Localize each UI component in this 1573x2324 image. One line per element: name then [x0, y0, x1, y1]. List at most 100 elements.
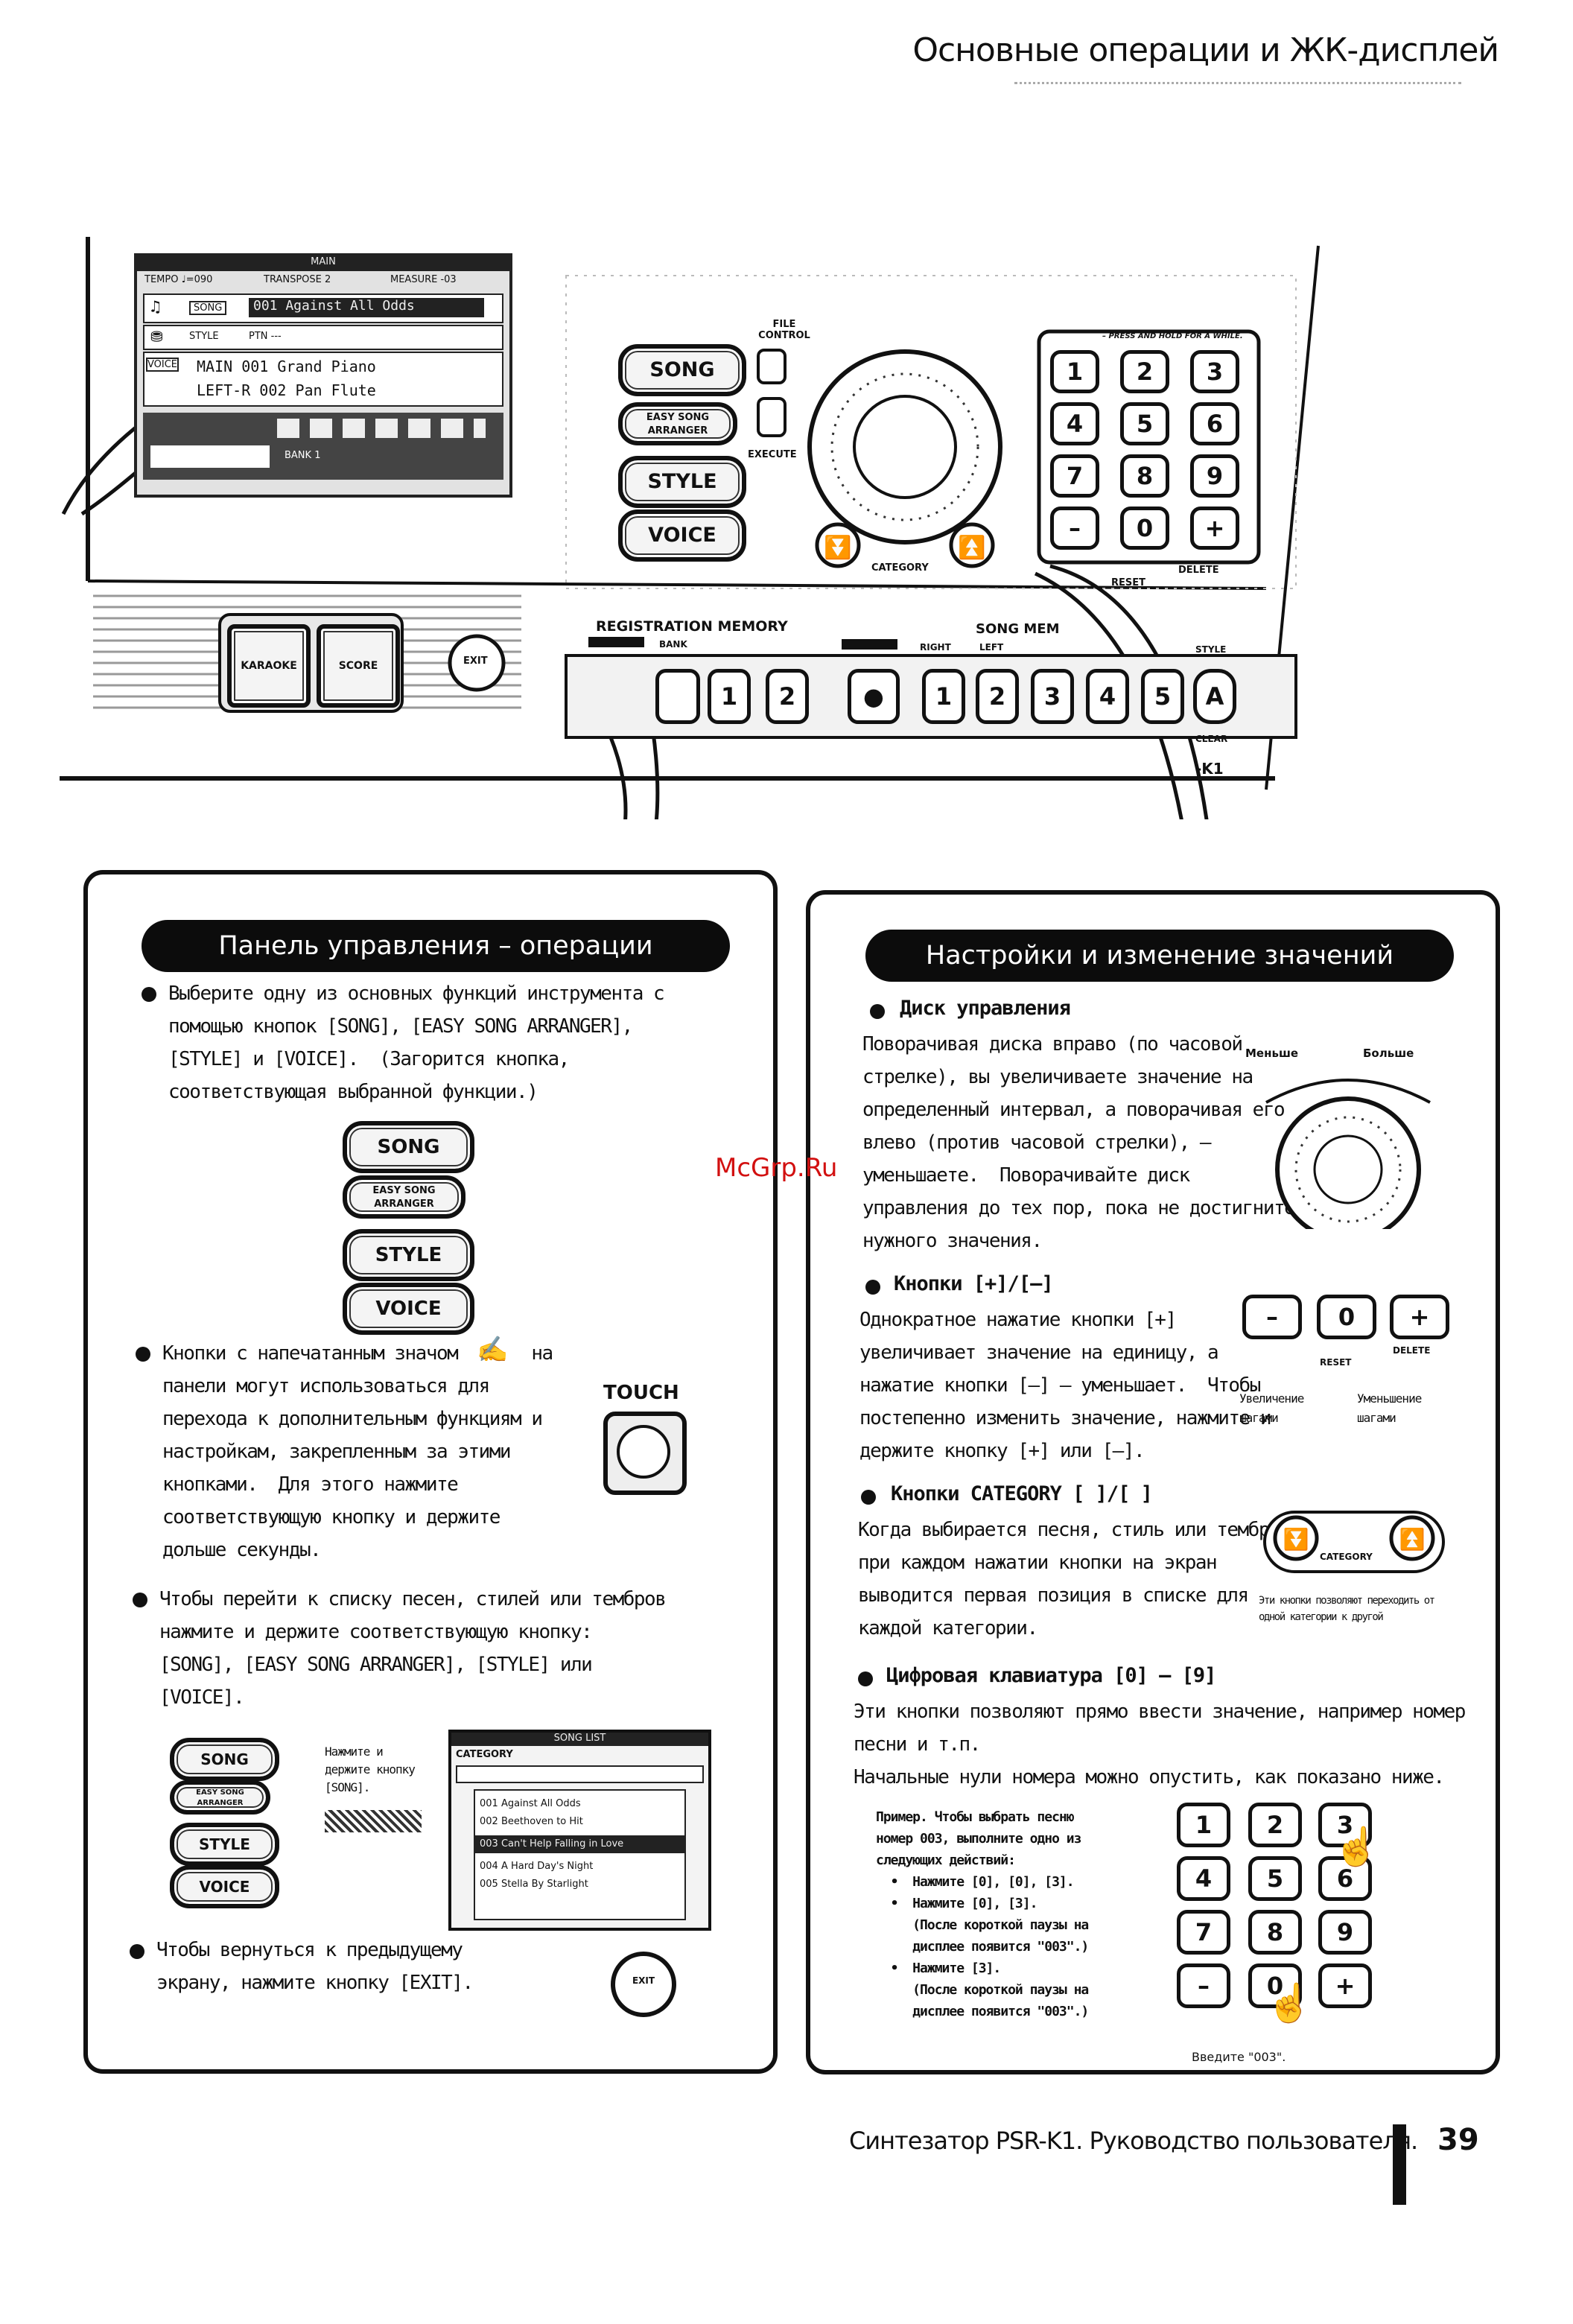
- key-minus[interactable]: –: [1050, 507, 1099, 550]
- key-2[interactable]: 2: [1120, 350, 1169, 393]
- bank-button[interactable]: [655, 669, 700, 724]
- header-dots: [1014, 82, 1461, 90]
- song-memory-3-button[interactable]: 3: [1031, 669, 1074, 724]
- svg-text:⏬: ⏬: [1283, 1527, 1309, 1552]
- bullet-4: [130, 1944, 144, 1959]
- zero-key-illustration: 0: [1317, 1295, 1376, 1339]
- registration-2-button[interactable]: 2: [766, 669, 809, 724]
- song-memory-4-button[interactable]: 4: [1086, 669, 1129, 724]
- registration-1-button[interactable]: 1: [708, 669, 751, 724]
- page-header: Основные операции и ЖК-дисплей: [912, 31, 1499, 69]
- key-plus[interactable]: +: [1190, 507, 1239, 550]
- left-para-2: Кнопки с напечатанным значом на панели м…: [162, 1342, 553, 1561]
- model-label: -K1: [1195, 760, 1224, 778]
- song-button[interactable]: SONG: [618, 344, 746, 396]
- lcd-style-value: PTN ---: [249, 331, 282, 342]
- bullet-numeric: [858, 1671, 873, 1686]
- execute-label: EXECUTE: [748, 449, 797, 460]
- lcd-song-row: ♫ SONG 001 Against All Odds: [143, 293, 503, 323]
- keyboard-illustration: ⏬ ⏫ MAIN TEMPO ♩=090 TRANSPOSE 2 MEASURE…: [0, 0, 1573, 819]
- ex-key-minus: –: [1177, 1963, 1230, 2008]
- page-number: 39: [1437, 2123, 1479, 2157]
- score-button[interactable]: SCORE: [317, 624, 400, 708]
- less-label: Меньше: [1245, 1047, 1299, 1060]
- song-button-illustration: SONG: [343, 1121, 474, 1173]
- step-down-label: Уменьшение шагами: [1357, 1391, 1422, 1425]
- registration-bar: [588, 637, 644, 647]
- pm-text: Однократное нажатие кнопки [+] увеличива…: [859, 1309, 1271, 1462]
- ex-key-8: 8: [1248, 1910, 1302, 1955]
- svg-text:⏫: ⏫: [1399, 1527, 1426, 1552]
- style-button-illustration: STYLE: [343, 1229, 474, 1281]
- style-a-button[interactable]: A: [1193, 669, 1236, 724]
- dial-heading: Диск управления: [900, 997, 1071, 1020]
- lcd-song-name: 001 Against All Odds: [249, 298, 484, 317]
- plus-key-illustration: +: [1390, 1295, 1449, 1339]
- bullet-dial: [870, 1004, 885, 1019]
- ex-key-9: 9: [1318, 1910, 1372, 1955]
- lcd-tempo: TEMPO ♩=090: [144, 274, 213, 285]
- song-memory-2-button[interactable]: 2: [976, 669, 1019, 724]
- key-3[interactable]: 3: [1190, 350, 1239, 393]
- lcd-voice-tag: VOICE: [146, 358, 179, 372]
- style-button[interactable]: STYLE: [618, 456, 746, 508]
- pm-heading: Кнопки [+]/[–]: [894, 1272, 1054, 1295]
- touch-label: TOUCH: [603, 1382, 679, 1404]
- ex-key-2: 2: [1248, 1803, 1302, 1847]
- category-label-illustration: CATEGORY: [1320, 1552, 1373, 1562]
- lcd-style-tag: STYLE: [189, 331, 219, 342]
- song-button-small: SONG: [170, 1738, 279, 1781]
- left-label: LEFT: [979, 642, 1004, 653]
- registration-memory-label: REGISTRATION MEMORY: [596, 618, 788, 635]
- record-button[interactable]: ●: [848, 669, 900, 724]
- karaoke-button[interactable]: KARAOKE: [227, 624, 311, 708]
- numeric-text: Эти кнопки позволяют прямо ввести значен…: [854, 1701, 1466, 1788]
- touch-pen-icon: ✍: [477, 1336, 509, 1364]
- numeric-heading: Цифровая клавиатура [0] – [9]: [886, 1664, 1216, 1687]
- dial-text: Поворачивая диска вправо (по часовой стр…: [862, 1033, 1296, 1252]
- lcd-bank: BANK 1: [285, 450, 321, 461]
- key-4[interactable]: 4: [1050, 402, 1099, 445]
- file-control-label: FILE CONTROL: [758, 319, 810, 341]
- song-list-category: CATEGORY: [456, 1749, 513, 1760]
- category-text: Когда выбирается песня, стиль или тембр,…: [858, 1519, 1281, 1639]
- enter-label: Введите "003".: [1192, 2050, 1286, 2064]
- key-1[interactable]: 1: [1050, 350, 1099, 393]
- lcd-voice-row: VOICE MAIN 001 Grand Piano LEFT-R 002 Pa…: [143, 352, 503, 407]
- song-memory-5-button[interactable]: 5: [1141, 669, 1184, 724]
- lcd-bottom-bar: BANK 1: [143, 413, 503, 480]
- bullet-pm: [865, 1280, 880, 1295]
- ex-key-5: 5: [1248, 1856, 1302, 1901]
- lcd-voice-main: MAIN 001 Grand Piano: [197, 358, 376, 375]
- song-list-item-4: 004 A Hard Day's Night: [480, 1861, 594, 1872]
- delete-label-illustration: DELETE: [1393, 1345, 1431, 1356]
- right-panel: [806, 890, 1500, 2074]
- right-panel-title: Настройки и изменение значений: [865, 930, 1454, 982]
- left-para-4: Чтобы вернуться к предыдущему экрану, на…: [156, 1939, 474, 1994]
- ex-key-4: 4: [1177, 1856, 1230, 1901]
- reset-label: RESET: [1111, 577, 1146, 588]
- svg-text:⏬: ⏬: [824, 534, 851, 561]
- key-0[interactable]: 0: [1120, 507, 1169, 550]
- song-memory-1-button[interactable]: 1: [922, 669, 965, 724]
- music-note-icon: ♫: [150, 298, 161, 317]
- category-illustration: ⏬ ⏫: [1263, 1511, 1445, 1573]
- bank-label: BANK: [659, 639, 687, 650]
- key-6[interactable]: 6: [1190, 402, 1239, 445]
- lcd-bottom-field: [150, 445, 270, 468]
- voice-button[interactable]: VOICE: [618, 509, 746, 562]
- exit-button[interactable]: EXIT: [463, 655, 488, 667]
- press-hold-label: – PRESS AND HOLD FOR A WHILE.: [1102, 332, 1243, 340]
- bullet-category: [861, 1490, 876, 1505]
- panel-keypad: 1 2 3 4 5 6 7 8 9 – 0 +: [1050, 350, 1251, 550]
- song-list-box: 001 Against All Odds 002 Beethoven to Hi…: [474, 1789, 686, 1920]
- key-9[interactable]: 9: [1190, 454, 1239, 498]
- key-7[interactable]: 7: [1050, 454, 1099, 498]
- lcd-icons-strip: [277, 419, 486, 438]
- step-up-label: Увеличение шагами: [1239, 1391, 1304, 1425]
- ex-key-0: 0: [1248, 1963, 1302, 2008]
- song-list-item-3: 003 Can't Help Falling in Love: [475, 1835, 684, 1853]
- key-5[interactable]: 5: [1120, 402, 1169, 445]
- easy-song-arranger-button[interactable]: EASY SONG ARRANGER: [618, 402, 737, 445]
- key-8[interactable]: 8: [1120, 454, 1169, 498]
